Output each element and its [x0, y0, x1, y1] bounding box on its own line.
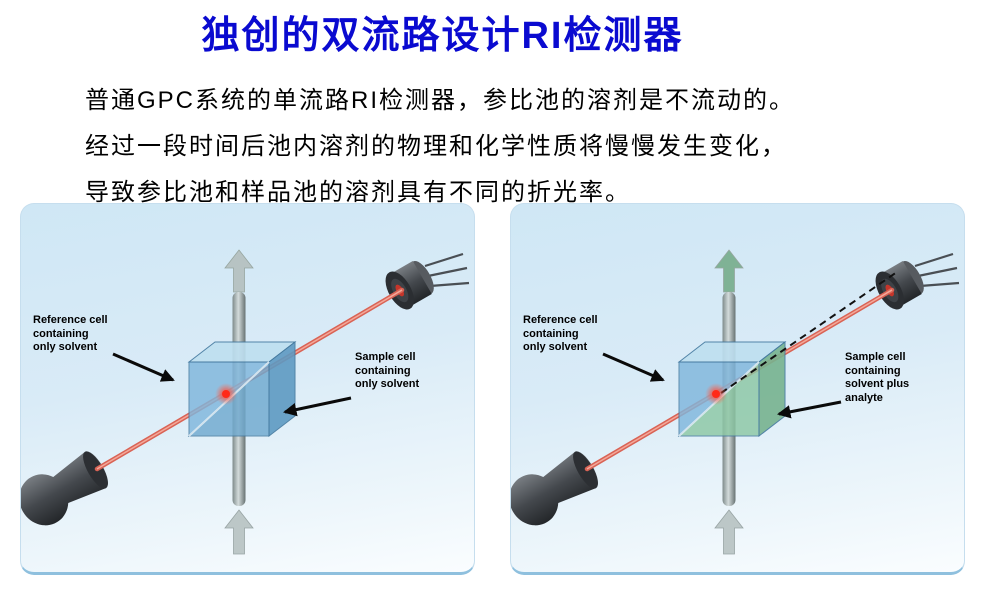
sample-cell-label: Sample cell containing solvent plus anal…: [845, 351, 910, 404]
intro-line-1: 普通GPC系统的单流路RI检测器，参比池的溶剂是不流动的。: [85, 87, 796, 114]
intro-text: 普通GPC系统的单流路RI检测器，参比池的溶剂是不流动的。 经过一段时间后池内溶…: [85, 78, 955, 216]
diagram-panel-solvent-only: Reference cell containing only solvent S…: [20, 203, 475, 575]
reference-label-arrow: [112, 352, 175, 382]
page-title: 独创的双流路设计RI检测器: [201, 15, 684, 57]
sample-cell-label: Sample cell containing only solvent: [355, 351, 420, 390]
ri-cell-diagram: [511, 249, 960, 555]
intro-line-2: 经过一段时间后池内溶剂的物理和化学性质将慢慢发生变化，: [85, 133, 787, 160]
flow-arrow-up-bottom: [714, 509, 744, 555]
flow-arrow-up-top: [714, 249, 744, 293]
reference-label-arrow: [602, 352, 665, 382]
flow-cell: [187, 340, 297, 438]
light-source-icon: [511, 451, 598, 526]
reference-cell-label: Reference cell containing only solvent: [523, 314, 598, 353]
sample-label-arrow: [283, 396, 352, 417]
flow-arrow-up-bottom: [224, 509, 254, 555]
sample-label-arrow: [777, 400, 842, 419]
light-source-icon: [21, 451, 108, 526]
ri-cell-diagram: [21, 249, 470, 555]
intro-line-3: 导致参比池和样品池的溶剂具有不同的折光率。: [85, 179, 631, 206]
flow-cell: [677, 340, 787, 438]
reference-cell-label: Reference cell containing only solvent: [33, 314, 108, 353]
beam-glow-core: [222, 390, 230, 398]
flow-arrow-up-top: [224, 249, 254, 293]
diagram-panel-solvent-plus-analyte: Reference cell containing only solvent S…: [510, 203, 965, 575]
detector-leads: [424, 252, 470, 288]
beam-glow-core: [712, 390, 720, 398]
detector-leads: [914, 252, 960, 288]
